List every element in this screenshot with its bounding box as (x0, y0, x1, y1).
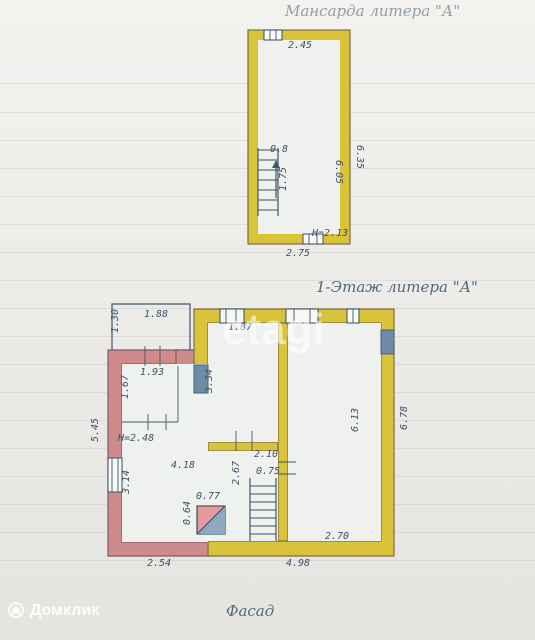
storage-box-diagonal (196, 505, 226, 535)
right-room-outer-label: 6.78 (399, 406, 410, 430)
bottom-window (302, 233, 324, 245)
porch-top-label: 1.88 (144, 309, 168, 320)
overall-left-label: 5.45 (90, 418, 101, 442)
left-window (107, 457, 123, 493)
left-room-height-label: 3.14 (121, 470, 132, 495)
porch-outline (111, 303, 191, 350)
paper-rule-line (0, 560, 535, 561)
stairs-length-label: 2.67 (231, 461, 242, 485)
middle-room-side-label: 3.34 (204, 369, 215, 394)
top-width-label: 2.45 (288, 40, 312, 51)
top-plan-stair (258, 148, 278, 216)
paper-rule-line (0, 280, 535, 281)
domclick-brand: Домклик (30, 602, 100, 619)
porch-side-label: 1.30 (110, 309, 121, 333)
central-partition-wall (277, 322, 289, 542)
bottom-width-label: 2.75 (286, 248, 310, 259)
outer-height-label: 6.35 (354, 145, 365, 169)
left-room-fill (122, 364, 178, 542)
left-room-width-label: 4.18 (171, 460, 195, 471)
right-room-height-label: 6.13 (350, 408, 361, 432)
side-door (193, 364, 209, 394)
stair-arrow-head (272, 160, 280, 168)
middle-room-top-label: 1.87 (228, 322, 252, 333)
box-height-label: 0.64 (182, 501, 193, 525)
box-width-label: 0.77 (196, 491, 220, 502)
bottom-right-label: 4.98 (286, 558, 310, 569)
paper-rule-line (0, 252, 535, 253)
stair-length-label: 1.75 (278, 167, 289, 191)
domclick-logo-icon (8, 602, 24, 618)
top-height-label: H=2.13 (311, 228, 348, 239)
right-door (380, 329, 395, 355)
middle-room-bottom-label: 2.10 (254, 449, 278, 460)
middle-room-fill (208, 323, 278, 442)
facade-title: Фасад (226, 602, 274, 620)
first-floor-height-label: H=2.48 (117, 433, 154, 444)
bottom-left-label: 2.54 (147, 558, 171, 569)
inner-height-label: 6.05 (333, 160, 344, 184)
right-room-bottom-label: 2.70 (325, 531, 349, 542)
first-floor-title: 1-Этаж литера "А" (316, 278, 478, 296)
etagi-watermark: etagi (222, 305, 325, 354)
stair-width-label: 0.8 (270, 144, 288, 155)
top-window (263, 29, 283, 41)
left-wall-junction (175, 349, 197, 367)
top-plan-title: Мансарда литера "А" (284, 2, 460, 20)
domclick-house-icon (12, 606, 20, 614)
small-room-left-label: 1.67 (120, 375, 131, 399)
right-room-fill (288, 323, 381, 541)
stairs-width-label: 0.75 (256, 466, 280, 477)
small-room-top-label: 1.93 (140, 367, 164, 378)
